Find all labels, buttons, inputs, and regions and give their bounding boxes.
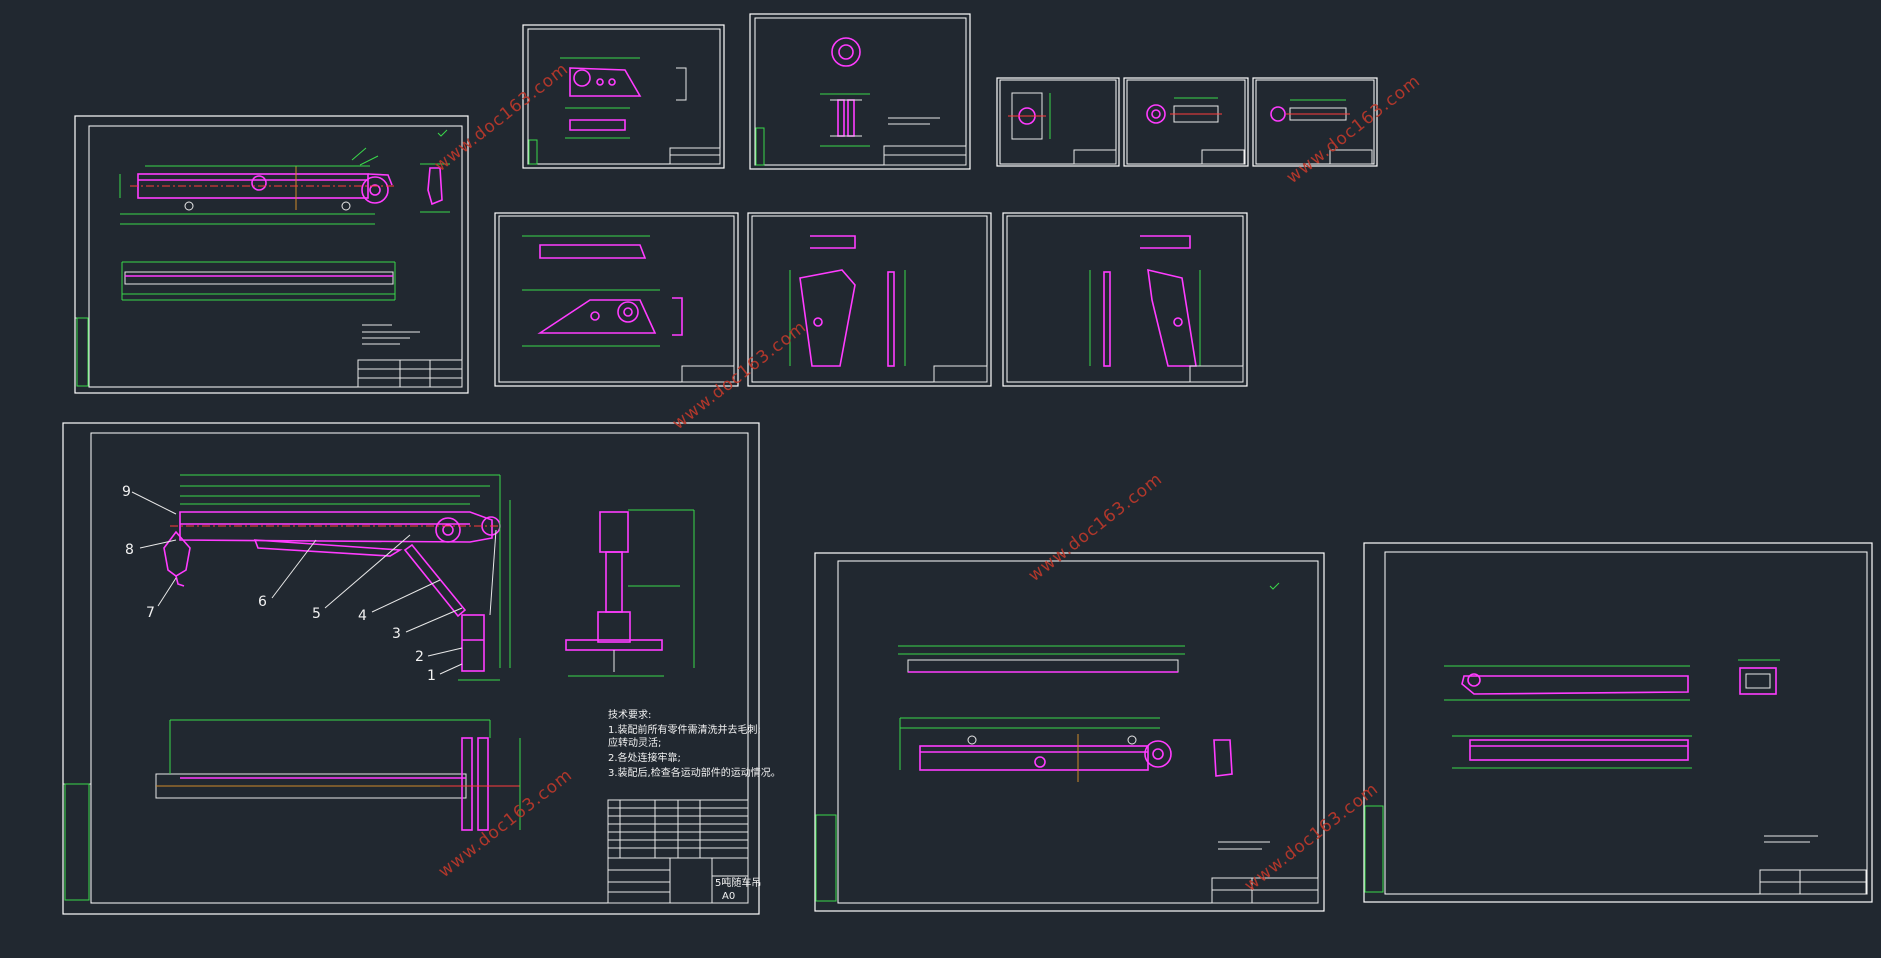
watermark-text: www.doc163.com [1283, 71, 1425, 188]
watermark-text: www.doc163.com [669, 317, 811, 434]
part-number-1: 1 [427, 668, 436, 684]
part-number-4: 4 [358, 608, 367, 624]
part-number-3: 3 [392, 626, 401, 642]
sheet-telescopic-boom [1363, 542, 1873, 903]
sheet-plate-part [996, 77, 1120, 167]
sheet-assembly: 9 8 7 6 5 4 3 2 1 [62, 422, 781, 915]
crane-elevation-view [163, 474, 511, 681]
sheet-base-bracket [494, 212, 739, 387]
crane-side-view [565, 509, 695, 677]
tech-requirements: 技术要求: 1.装配前所有零件需清洗并去毛刺; 应转动灵活; 2.各处连接牢靠;… [608, 708, 781, 779]
title-block-scale: A0 [722, 891, 735, 902]
part-number-9: 9 [122, 484, 131, 500]
crane-plan-view [155, 719, 521, 831]
sheet-shaft-part-a [1123, 77, 1249, 167]
sheet-boom-part [74, 115, 469, 394]
sheet-side-plate-b [1002, 212, 1248, 387]
watermark-text: www.doc163.com [431, 59, 573, 176]
title-block: 5吨随车吊 A0 [607, 799, 761, 904]
watermark-text: www.doc163.com [435, 765, 577, 882]
sheet-main-boom [814, 552, 1325, 912]
sheet-side-plate-a [747, 212, 992, 387]
tech-req-line-3: 2.各处连接牢靠; [608, 751, 681, 764]
sheet-bracket-part [522, 24, 725, 169]
title-block-name: 5吨随车吊 [715, 876, 761, 889]
tech-req-heading: 技术要求: [608, 708, 651, 721]
watermark-text: www.doc163.com [1025, 469, 1167, 586]
tech-req-line-1: 1.装配前所有零件需清洗并去毛刺; [608, 723, 761, 736]
part-leaders [131, 491, 463, 675]
tech-req-line-2: 应转动灵活; [608, 736, 661, 749]
part-number-7: 7 [146, 605, 155, 621]
part-number-8: 8 [125, 542, 134, 558]
part-number-5: 5 [312, 606, 321, 622]
sheet-sleeve-part [749, 13, 971, 170]
part-number-2: 2 [415, 649, 424, 665]
sheet-shaft-part-b [1252, 77, 1378, 167]
tech-req-line-4: 3.装配后,检查各运动部件的运动情况。 [608, 766, 781, 779]
part-number-6: 6 [258, 594, 267, 610]
